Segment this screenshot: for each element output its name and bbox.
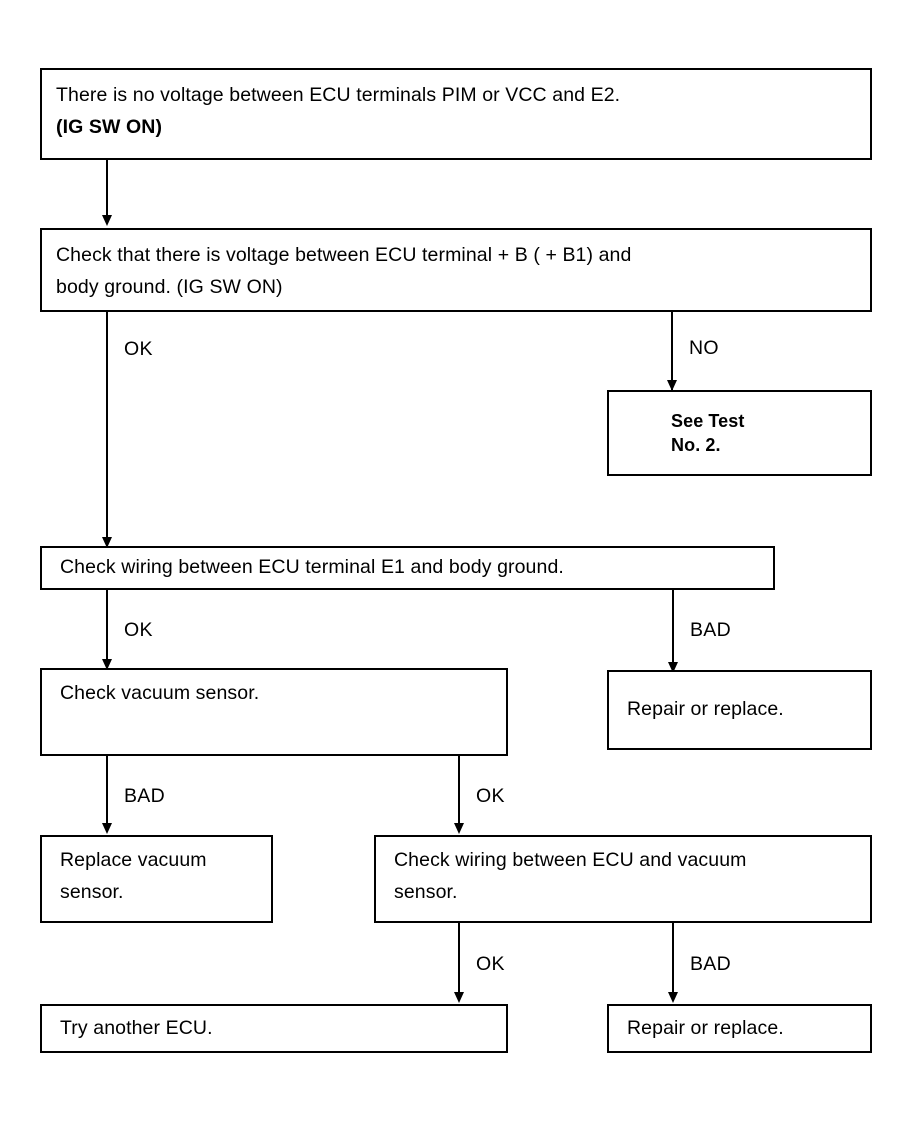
node-repair-or-replace-1: Repair or replace. [607, 670, 872, 750]
edge-label-ok-to-e1: OK [124, 338, 153, 360]
node-repair-or-replace-2-text: Repair or replace. [627, 1016, 784, 1039]
node-replace-vacuum-sensor-text: Replace vacuum sensor. [60, 849, 207, 903]
edge-bad-to-repair2 [672, 923, 674, 995]
edge-ok-to-vacuum [106, 590, 108, 666]
arrowhead-no-to-test2 [667, 380, 677, 391]
edge-ok-to-try-ecu [458, 923, 460, 995]
edge-label-no-to-test2: NO [689, 337, 719, 359]
node-check-vacuum-sensor: Check vacuum sensor. [40, 668, 508, 756]
node-repair-or-replace-1-text: Repair or replace. [627, 698, 784, 721]
node-check-b-voltage: Check that there is voltage between ECU … [40, 228, 872, 312]
arrowhead-bad-to-repair2 [668, 992, 678, 1003]
node-see-test-2-text: See Test No. 2. [671, 410, 745, 455]
arrowhead-bad-to-repair1 [668, 662, 678, 673]
edge-no-to-test2 [671, 312, 673, 390]
edge-label-bad-to-repair2: BAD [690, 953, 731, 975]
node-start-text: There is no voltage between ECU terminal… [56, 84, 621, 138]
node-check-e1-wiring: Check wiring between ECU terminal E1 and… [40, 546, 775, 590]
edge-label-ok-to-vacuum: OK [124, 619, 153, 641]
edge-ok-to-wiring-check [458, 756, 460, 826]
arrowhead-ok-to-vacuum [102, 659, 112, 670]
node-start: There is no voltage between ECU terminal… [40, 68, 872, 160]
node-check-vacuum-sensor-text: Check vacuum sensor. [60, 682, 260, 704]
node-check-ecu-sensor-wiring: Check wiring between ECU and vacuum sens… [374, 835, 872, 923]
node-replace-vacuum-sensor: Replace vacuum sensor. [40, 835, 273, 923]
edge-label-ok-to-wiring-check: OK [476, 785, 505, 807]
arrowhead-ok-to-wiring-check [454, 823, 464, 834]
node-try-another-ecu-text: Try another ECU. [60, 1016, 213, 1039]
edge-label-ok-to-try-ecu: OK [476, 953, 505, 975]
node-repair-or-replace-2: Repair or replace. [607, 1004, 872, 1053]
arrowhead-start-to-check-b [102, 215, 112, 226]
edge-bad-to-repair1 [672, 590, 674, 670]
arrowhead-ok-to-e1 [102, 537, 112, 548]
node-try-another-ecu: Try another ECU. [40, 1004, 508, 1053]
edge-label-bad-to-repair1: BAD [690, 619, 731, 641]
arrowhead-ok-to-try-ecu [454, 992, 464, 1003]
node-check-ecu-sensor-wiring-text: Check wiring between ECU and vacuum sens… [394, 849, 747, 903]
node-check-b-voltage-text: Check that there is voltage between ECU … [56, 244, 632, 298]
node-see-test-2: See Test No. 2. [607, 390, 872, 476]
edge-bad-to-replace-sensor [106, 756, 108, 826]
arrowhead-bad-to-replace-sensor [102, 823, 112, 834]
edge-ok-to-e1 [106, 312, 108, 540]
node-check-e1-wiring-text: Check wiring between ECU terminal E1 and… [60, 556, 564, 579]
edge-label-bad-to-replace-sensor: BAD [124, 785, 165, 807]
edge-start-to-check-b [106, 160, 108, 218]
